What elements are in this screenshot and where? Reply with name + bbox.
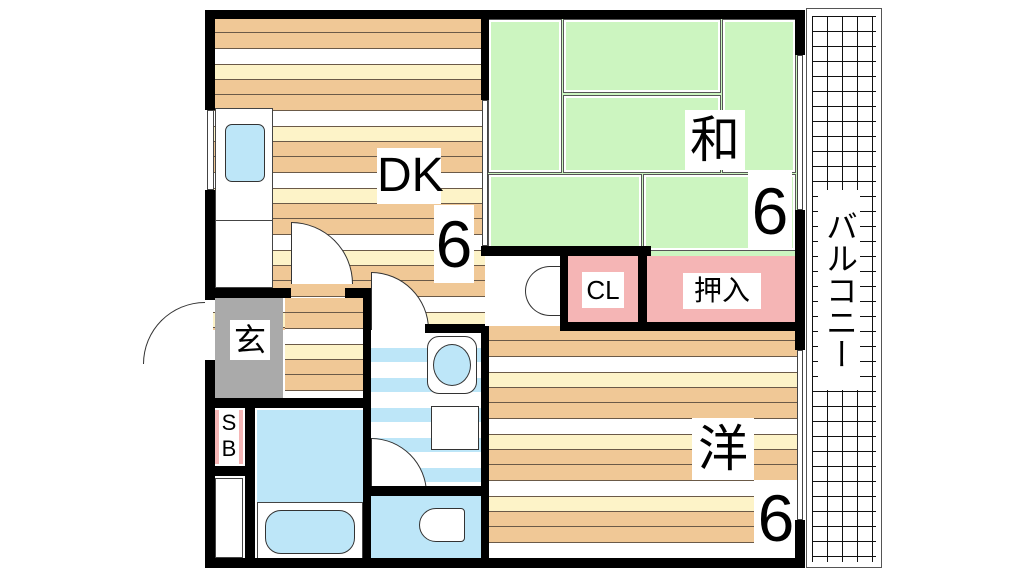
dk-name: DK	[377, 148, 444, 204]
wall-kitchen-bottom	[205, 288, 291, 298]
wall-oshiire-bottom	[560, 322, 800, 331]
dk-size: 6	[434, 205, 474, 283]
wall-top	[205, 10, 805, 19]
closet-label: CL	[582, 272, 624, 308]
toilet-icon	[419, 508, 465, 542]
storage-bottom	[215, 478, 243, 558]
wall-yoshitsu-left	[481, 326, 489, 566]
yoshitsu-size: 6	[754, 480, 798, 556]
wall-dk-washitsu-top	[481, 10, 489, 100]
oshiire-label: 押入	[683, 273, 761, 309]
wall-left-lower	[205, 360, 215, 568]
sliding-door-dk-washitsu	[482, 100, 488, 246]
floorplan: DK 6 和 6 CL 押入 洋 6 玄 SB	[143, 10, 805, 568]
genkan-label: 玄	[230, 320, 270, 360]
tatami-mat	[563, 19, 721, 93]
wall-cl-right	[638, 246, 647, 326]
shoebox-label: SB	[219, 410, 239, 464]
wall-right-top	[795, 10, 805, 55]
balcony-label: バルコニー	[818, 190, 860, 390]
wall-hall-bottom	[345, 288, 371, 298]
wall-genkan-hall	[205, 398, 371, 408]
bathtub-basin-icon	[265, 510, 355, 554]
washing-machine-icon	[431, 406, 479, 450]
tatami-mat	[488, 19, 562, 173]
window-yoshitsu	[797, 350, 803, 520]
wall-right-mid	[795, 210, 805, 350]
washitsu-name: 和	[685, 110, 745, 170]
yoshitsu-name: 洋	[692, 418, 754, 480]
wall-washroom-top	[425, 324, 485, 333]
hall-floor	[285, 298, 365, 398]
tatami-mat	[488, 174, 642, 251]
washitsu-size: 6	[748, 172, 792, 250]
sink-icon	[225, 124, 265, 182]
window-dk	[207, 110, 214, 190]
wall-bath-right	[363, 288, 371, 566]
washbasin-bowl	[433, 344, 471, 386]
wall-bottom	[205, 558, 805, 568]
wall-left-mid	[205, 190, 215, 300]
wall-sb-bottom	[205, 466, 249, 476]
wall-washitsu-bottom	[481, 246, 651, 256]
counter-divider	[215, 220, 273, 221]
wall-right-bottom	[795, 520, 805, 568]
door-arc-closet	[525, 266, 563, 316]
wall-cl-left	[560, 256, 568, 326]
entry-door-arc	[143, 302, 205, 364]
wall-washroom-toilet	[363, 486, 483, 496]
wall-left-top	[205, 10, 215, 110]
wall-bath-left	[245, 408, 255, 558]
window-washitsu	[797, 55, 803, 210]
